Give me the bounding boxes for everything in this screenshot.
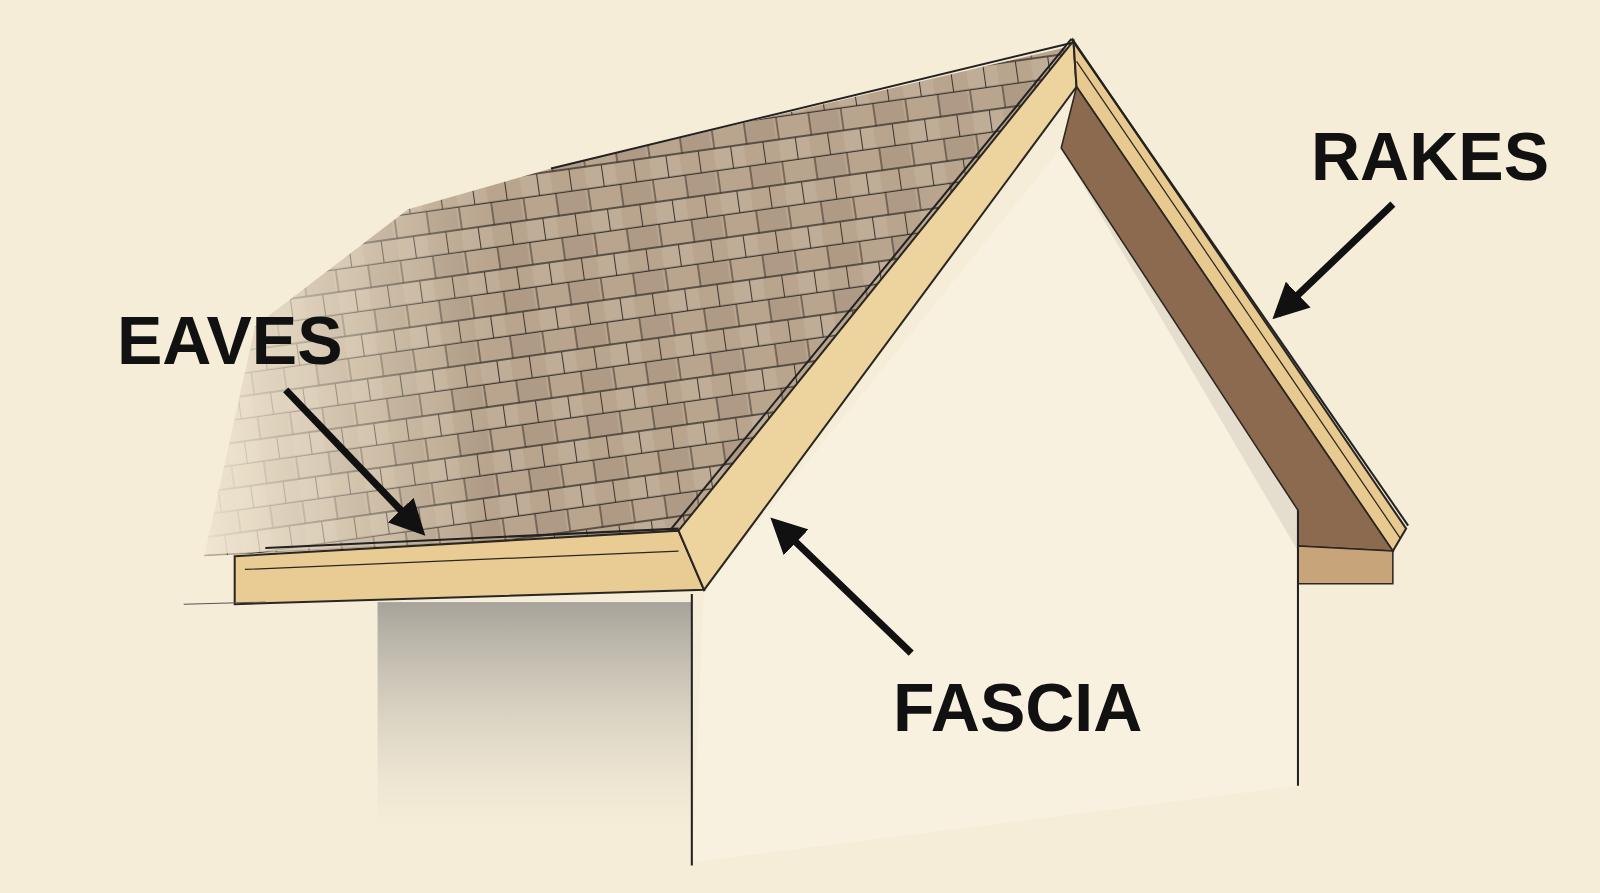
part-label: EAVES bbox=[117, 306, 342, 374]
part-label: FASCIA bbox=[893, 673, 1142, 741]
part-label: RAKES bbox=[1311, 122, 1549, 190]
